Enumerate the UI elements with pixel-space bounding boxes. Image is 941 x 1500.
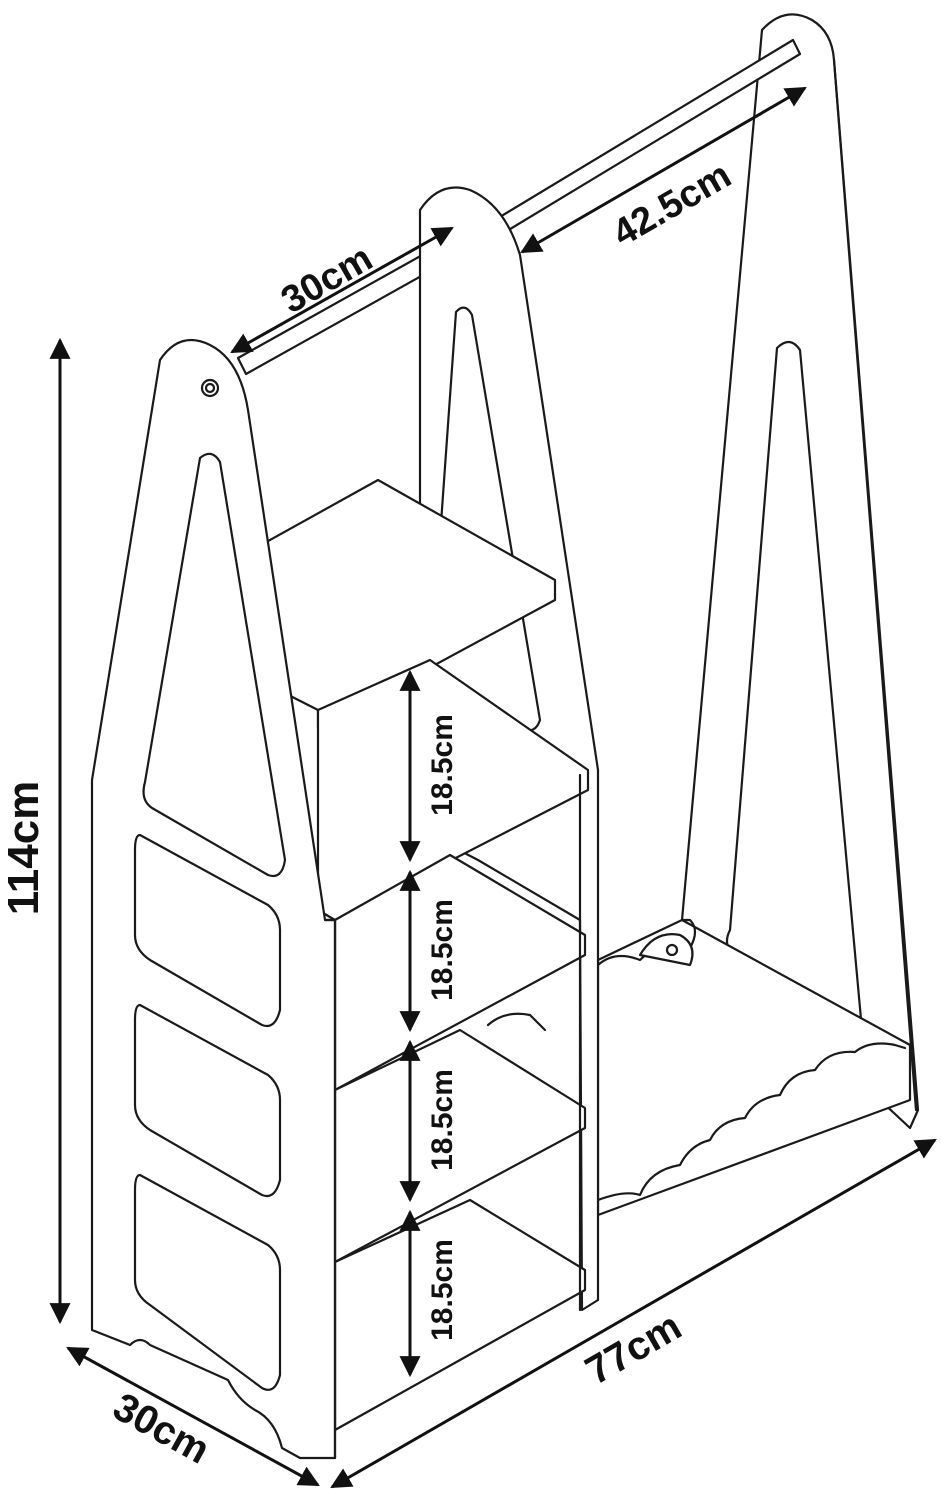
depth-dimension-line: [66, 1346, 320, 1487]
rail-short-dimension-line: [230, 226, 454, 354]
shelf-spacing-label-4: 18.5cm: [426, 1239, 459, 1341]
shelf-spacing-label-1: 18.5cm: [426, 714, 459, 816]
tray-end-cap: [638, 933, 694, 967]
width-label: 77cm: [578, 1304, 689, 1393]
right-side-panel: [680, 13, 920, 1130]
front-left-panel: [90, 338, 337, 1460]
shelf-spacing-label-3: 18.5cm: [426, 1069, 459, 1171]
dimension-lines: [49, 86, 937, 1489]
rail-long-dimension-line: [520, 86, 807, 254]
shelf-spacing-label-2: 18.5cm: [426, 899, 459, 1001]
height-label: 114cm: [0, 781, 48, 916]
width-dimension-line: [330, 1138, 937, 1489]
rail-long-label: 42.5cm: [606, 154, 739, 255]
